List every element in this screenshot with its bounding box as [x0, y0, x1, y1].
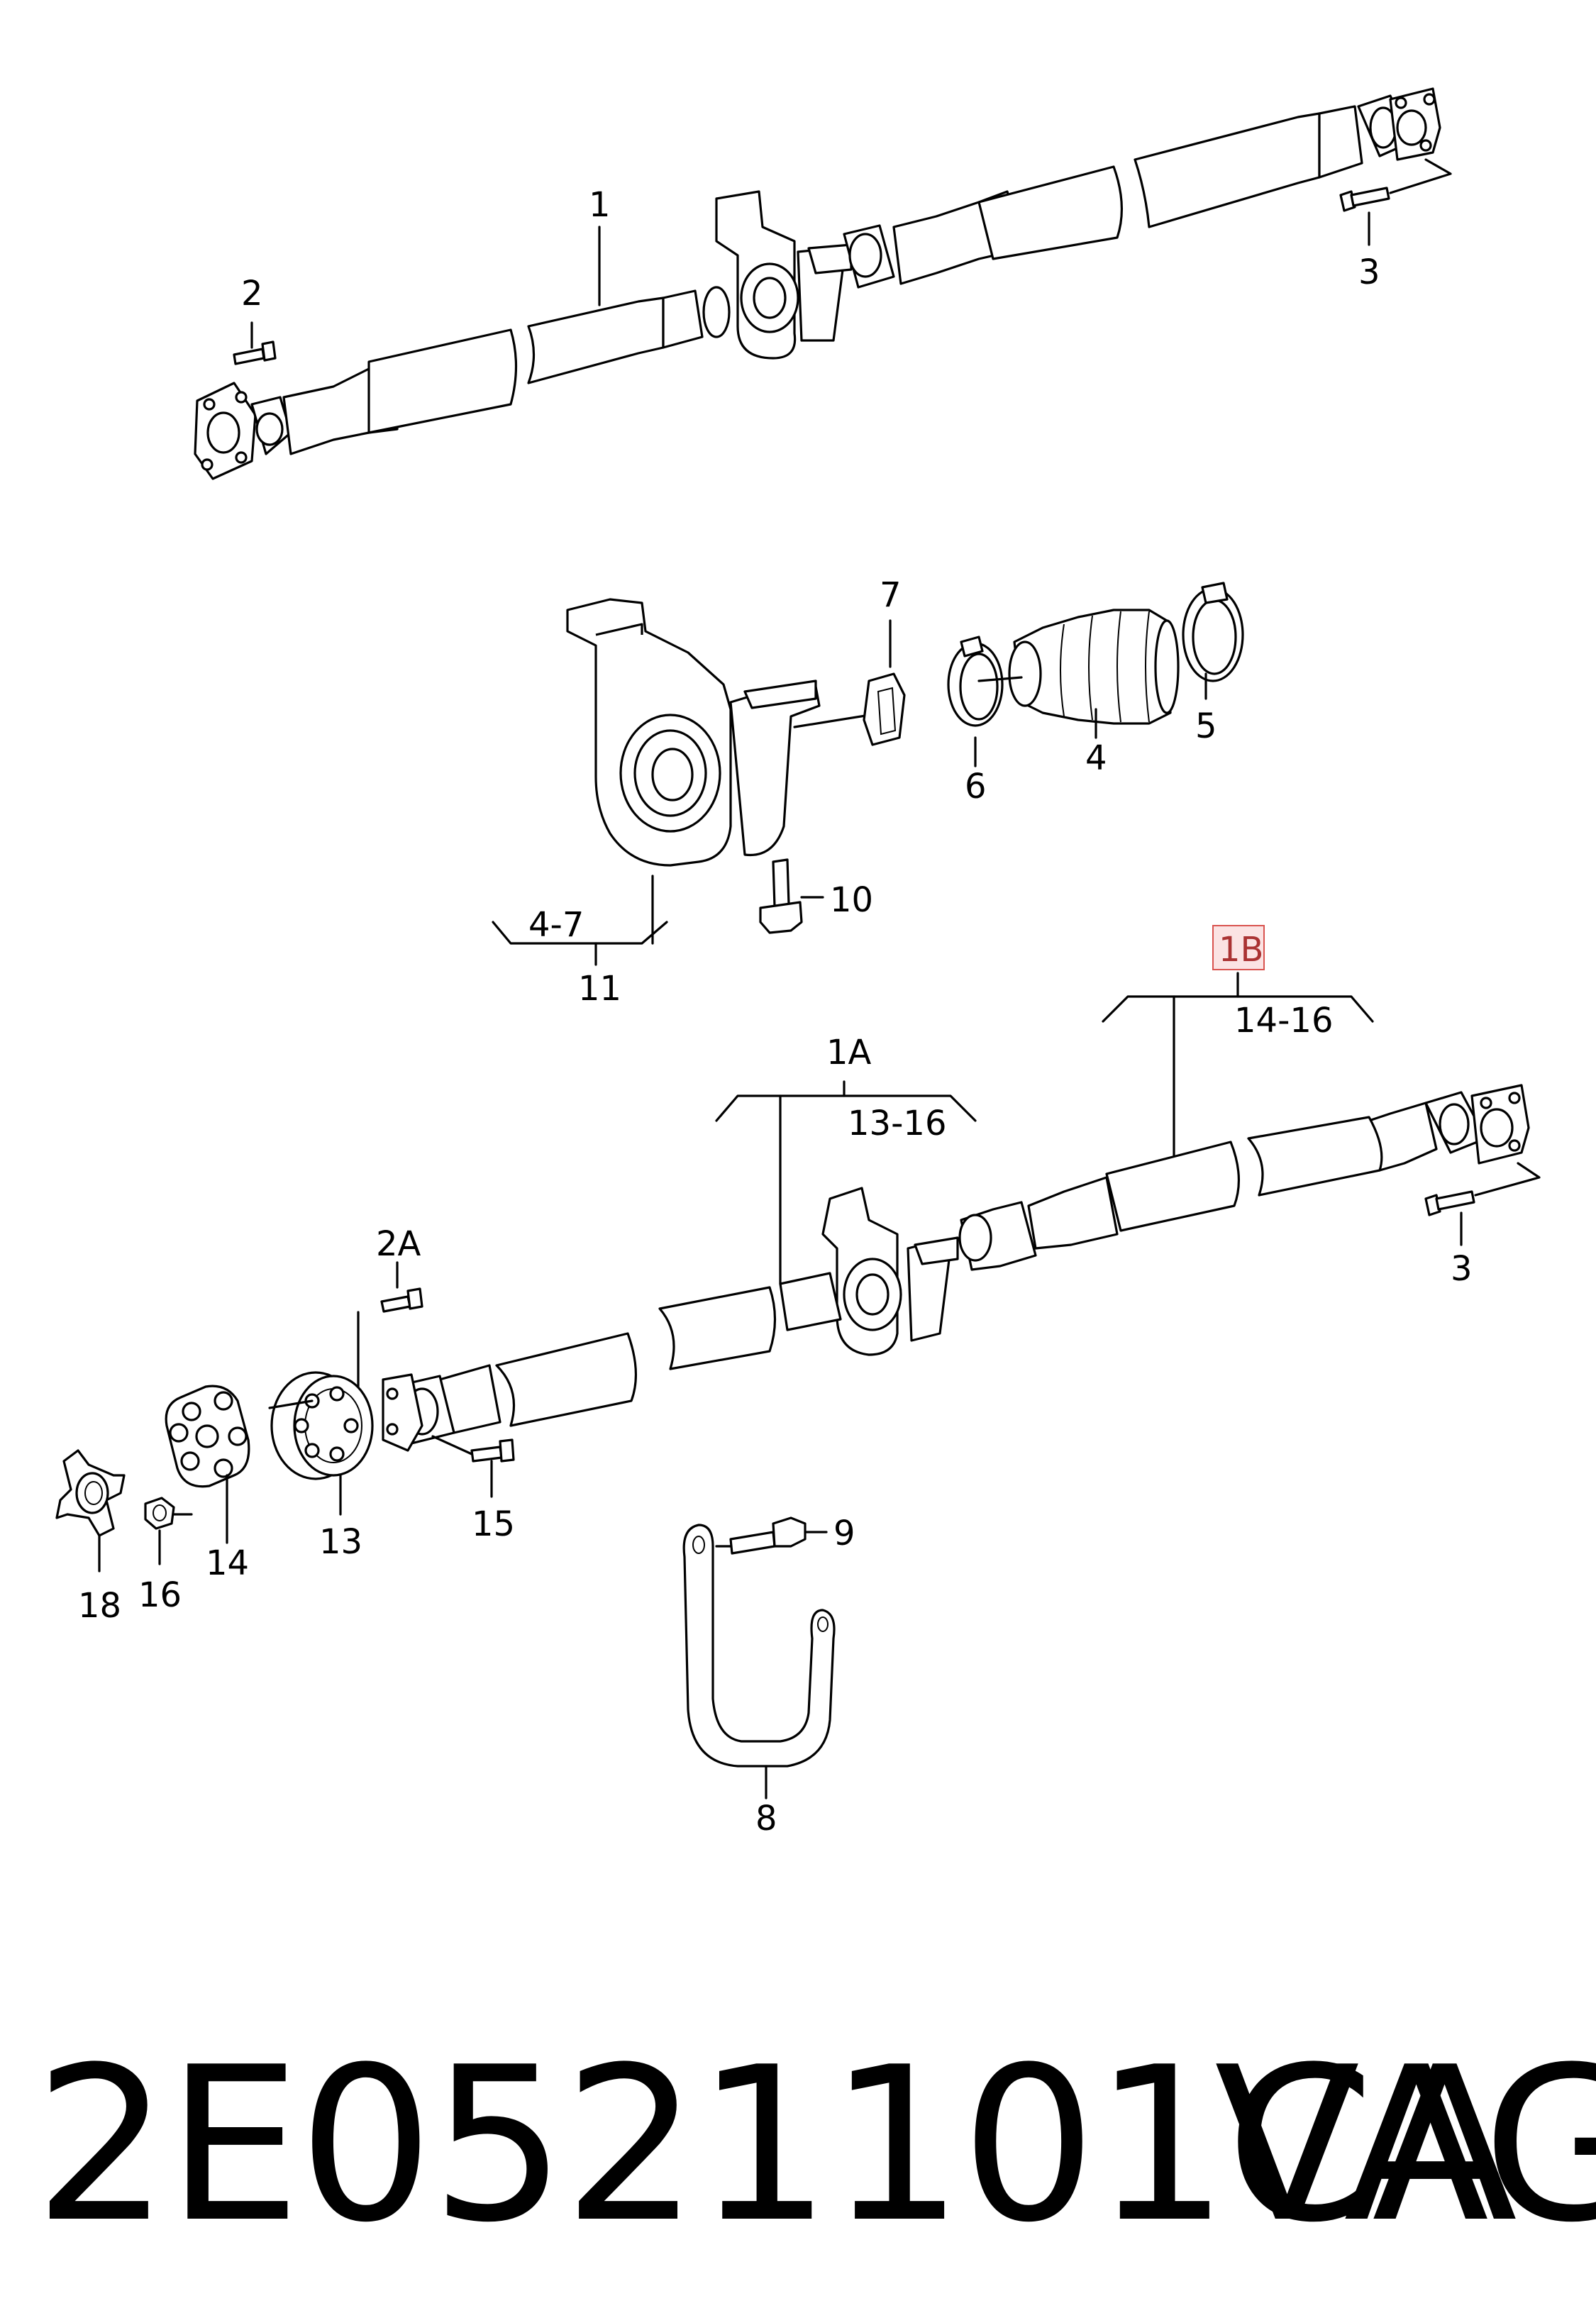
label-3-bottom: 3 [1451, 1249, 1473, 1289]
clamp-5-icon [1182, 582, 1244, 682]
brand-name: VAG [1214, 2021, 1596, 2269]
label-13-16: 13-16 [848, 1104, 946, 1143]
label-15: 15 [472, 1504, 515, 1544]
center-bearing-top [715, 190, 853, 360]
label-2: 2 [241, 274, 263, 314]
bolt-2-icon [233, 340, 277, 365]
bolt-10-icon [759, 858, 803, 934]
flange-right-bottom [1424, 1084, 1530, 1165]
label-3-top: 3 [1358, 253, 1380, 292]
part-number: 2E0521101CA [34, 2021, 1517, 2269]
propshaft-bottom [382, 1084, 1530, 1452]
label-13: 13 [319, 1522, 362, 1562]
label-14-16: 14-16 [1234, 1001, 1333, 1041]
label-1B: 1B [1219, 930, 1263, 970]
rubber-boot-4-icon [1008, 609, 1180, 725]
bolt-2A-icon [380, 1287, 423, 1313]
label-11: 11 [578, 969, 621, 1009]
label-16: 16 [138, 1575, 182, 1615]
label-14: 14 [206, 1543, 249, 1583]
center-bearing-bottom [821, 1187, 959, 1356]
label-7: 7 [880, 575, 902, 615]
bolt-3-top-icon [1339, 187, 1390, 212]
label-4-7: 4-7 [528, 905, 584, 945]
flex-coupling-14-icon [165, 1385, 250, 1488]
label-18: 18 [78, 1586, 121, 1626]
clamp-6-icon [947, 636, 1004, 727]
label-1: 1 [589, 185, 611, 225]
strap-8-icon [682, 1524, 836, 1768]
label-4: 4 [1085, 738, 1107, 778]
label-2A: 2A [376, 1224, 421, 1264]
bolt-9-icon [729, 1516, 807, 1555]
label-10: 10 [830, 880, 873, 920]
label-5: 5 [1195, 706, 1217, 746]
label-6: 6 [965, 767, 987, 806]
propshaft-top [194, 87, 1441, 480]
label-8: 8 [755, 1799, 777, 1838]
flex-disc-13-icon [270, 1371, 374, 1480]
bolt-3-bottom-icon [1424, 1190, 1475, 1216]
nut-16-icon [144, 1497, 175, 1530]
flange-right-top [1357, 87, 1441, 161]
retaining-ring-7-icon [863, 672, 906, 746]
label-1A: 1A [826, 1033, 872, 1072]
flange-18-icon [55, 1449, 126, 1537]
label-9: 9 [833, 1514, 855, 1553]
center-bearing-bracket-11 [566, 598, 821, 867]
flange-left-top [194, 382, 292, 480]
highlight-box-1B [1212, 925, 1265, 970]
bolt-15-icon [470, 1438, 515, 1463]
